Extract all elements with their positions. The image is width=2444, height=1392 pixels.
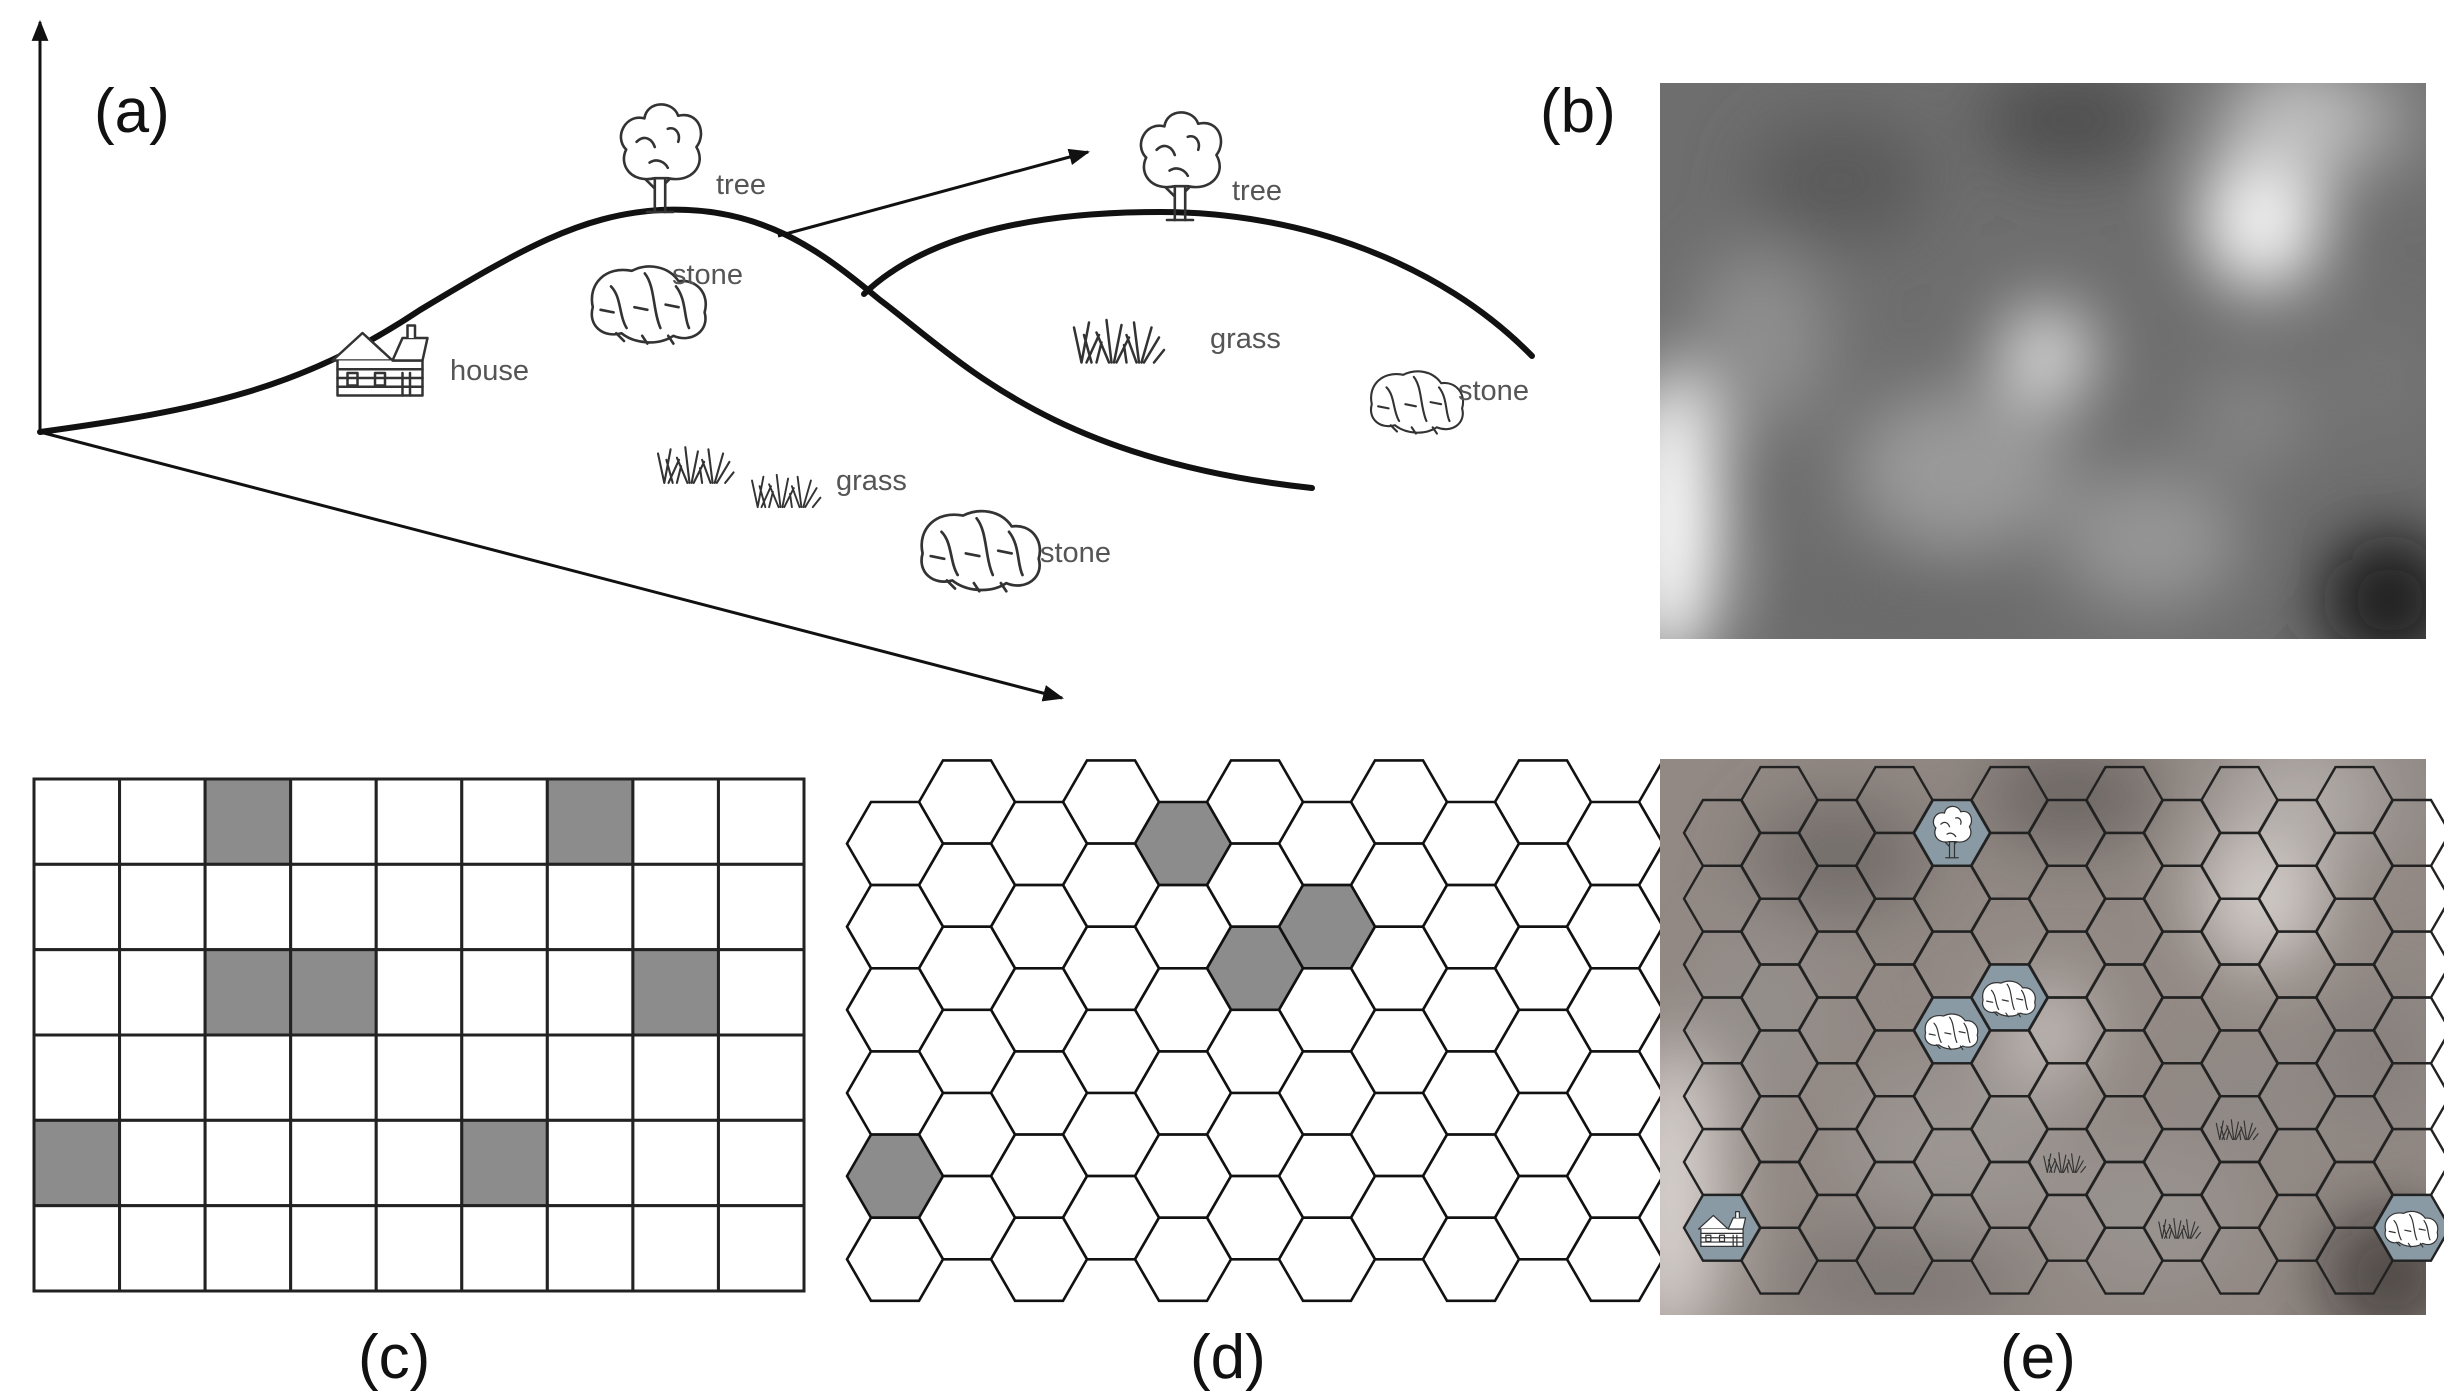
grid-cell (545, 862, 635, 952)
grid-cell (374, 777, 464, 866)
panel-label-a: (a) (94, 77, 170, 146)
grid-cell (460, 1033, 549, 1122)
panel-b: (b) (1540, 77, 2426, 639)
tree-icon (1139, 111, 1223, 222)
grass-icon (656, 446, 735, 484)
grid-cell (545, 948, 635, 1037)
grid-cell (374, 862, 464, 952)
grid-cell (460, 862, 549, 952)
grid-cell (118, 948, 207, 1037)
hex-cell (1740, 1226, 1819, 1295)
panel-e: (e) (1660, 759, 2444, 1392)
label-stone-1: stone (672, 259, 743, 291)
grid-cell (118, 1118, 207, 1208)
grass-icon (1072, 318, 1166, 364)
grid-cell (545, 1033, 635, 1122)
label-tree-2: tree (1232, 175, 1282, 207)
grid-cell-filled (545, 777, 635, 866)
panel-label-e: (e) (2000, 1323, 2076, 1392)
hex-cell (1277, 1216, 1377, 1303)
hex-cell (1133, 1216, 1233, 1303)
tree-icon (619, 103, 703, 214)
grid-cell (32, 862, 122, 952)
grid-cell (289, 1118, 378, 1208)
grid-cell (118, 1033, 207, 1122)
grid-cell (203, 1033, 293, 1122)
grid-cell (374, 1204, 464, 1293)
panel-c: (c) (32, 777, 806, 1392)
grid-cell (374, 1033, 464, 1122)
grid-cell (32, 948, 122, 1037)
grid-cell (203, 1118, 293, 1208)
grid-cell (118, 1204, 207, 1293)
heightmap-overlay (1660, 759, 2426, 1315)
grid-cell-filled (32, 1118, 122, 1208)
hex-cell (845, 1216, 945, 1303)
grid-cell (716, 862, 806, 952)
grid-cell-filled (203, 948, 293, 1037)
square-grid (32, 777, 806, 1293)
label-grass-1: grass (836, 465, 907, 497)
grid-cell (289, 1033, 378, 1122)
grid-cell (289, 1204, 378, 1293)
grid-cell (118, 777, 207, 866)
panel-a: (a) tree tree stone stone stone grass gr… (31, 19, 1535, 702)
hex-cell (989, 1216, 1089, 1303)
grid-cell (631, 1033, 720, 1122)
label-stone-3: stone (1458, 375, 1529, 407)
grid-cell (374, 948, 464, 1037)
stone-icon (920, 509, 1042, 593)
hex-cell (2200, 1226, 2279, 1295)
hex-cell (1421, 1216, 1521, 1303)
label-grass-2: grass (1210, 323, 1281, 355)
label-stone-2: stone (1040, 537, 1111, 569)
grid-cell (32, 1033, 122, 1122)
grid-cell (203, 862, 293, 952)
grid-cell (716, 948, 806, 1037)
label-house: house (450, 355, 529, 387)
grid-cell-filled (631, 948, 720, 1037)
panel-label-c: (c) (358, 1323, 430, 1392)
grid-cell (716, 1204, 806, 1293)
grid-cell (631, 777, 720, 866)
stone-icon (1369, 370, 1465, 435)
grid-cell (716, 777, 806, 866)
grid-cell (631, 1204, 720, 1293)
grid-cell (203, 1204, 293, 1293)
grid-cell (118, 862, 207, 952)
grid-cell (460, 1204, 549, 1293)
grid-cell (32, 777, 122, 866)
hex-grid-overlay (1682, 765, 2444, 1295)
grid-cell (545, 1118, 635, 1208)
hex-cell (2315, 1226, 2394, 1295)
grass-icon (751, 473, 822, 509)
hex-cell (1970, 1226, 2049, 1295)
label-tree-1: tree (716, 169, 766, 201)
panel-label-b: (b) (1540, 77, 1616, 146)
hex-cell (1855, 1226, 1934, 1295)
grid-cell (32, 1204, 122, 1293)
grid-cell (716, 1118, 806, 1208)
grid-cell (289, 862, 378, 952)
grid-cell (631, 862, 720, 952)
hex-cell (2085, 1226, 2164, 1295)
grid-cell-filled (289, 948, 378, 1037)
grid-cell (460, 948, 549, 1037)
heightmap (1660, 83, 2426, 639)
grid-cell (716, 1033, 806, 1122)
grid-cell (545, 1204, 635, 1293)
grid-cell-filled (460, 1118, 549, 1208)
grid-cell (289, 777, 378, 866)
panel-label-d: (d) (1190, 1323, 1266, 1392)
grid-cell (374, 1118, 464, 1208)
grid-cell (460, 777, 549, 866)
grid-cell-filled (203, 777, 293, 866)
grid-cell (631, 1118, 720, 1208)
